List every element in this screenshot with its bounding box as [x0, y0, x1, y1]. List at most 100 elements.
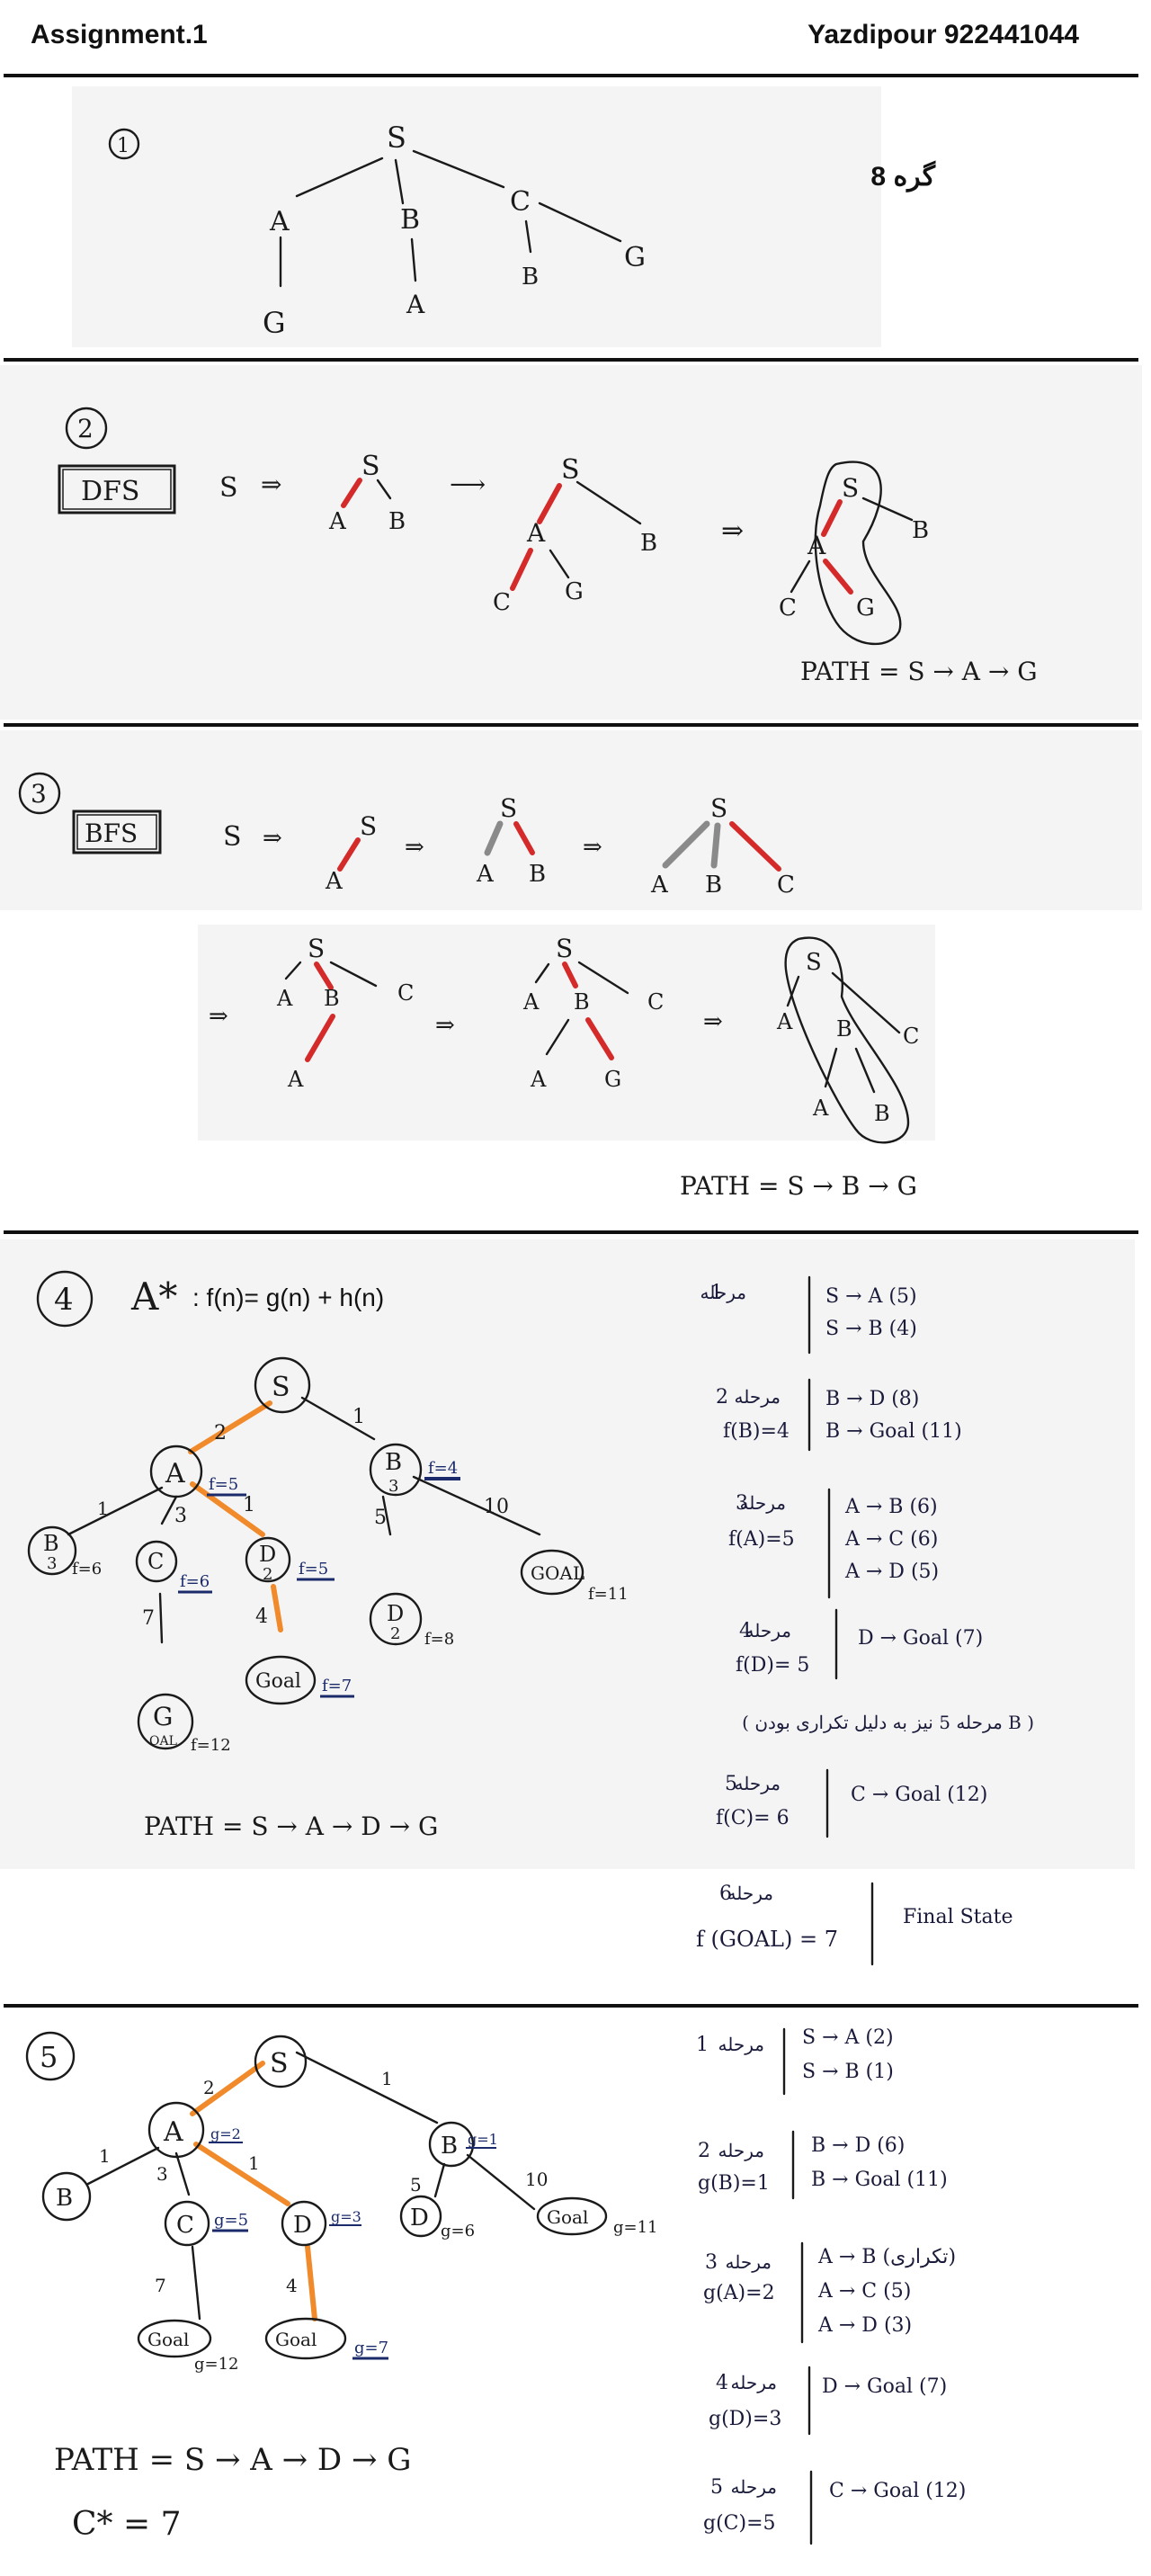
svg-text:S → B (1): S → B (1) — [802, 2061, 894, 2083]
svg-text:C: C — [647, 989, 664, 1015]
ucs-path: PATH = S → A → D → G — [54, 2442, 411, 2478]
svg-text:A: A — [287, 1067, 304, 1092]
svg-text:⇒: ⇒ — [721, 515, 744, 547]
step3-s: S — [561, 454, 580, 486]
svg-text:B: B — [529, 861, 546, 888]
svg-text:مرحله: مرحله — [700, 1282, 746, 1303]
node-a: A — [163, 2116, 183, 2148]
svg-text:G: G — [856, 595, 875, 622]
svg-text:⇒: ⇒ — [435, 1012, 455, 1039]
question-number: 4 — [54, 1282, 74, 1318]
svg-text:S: S — [223, 821, 242, 853]
svg-text:3: 3 — [174, 1505, 187, 1527]
paper-bg — [72, 86, 881, 347]
node-s: S — [272, 1372, 290, 1403]
svg-text:S: S — [500, 793, 517, 823]
svg-text:G: G — [153, 1702, 173, 1731]
svg-text:A: A — [276, 986, 293, 1011]
node-b-child: B — [522, 264, 539, 291]
svg-text:g=11: g=11 — [613, 2218, 658, 2237]
bfs-path: PATH = S → B → G — [680, 1171, 917, 1201]
svg-text:B: B — [912, 517, 929, 544]
svg-text:f=4: f=4 — [428, 1459, 458, 1478]
astar-step-6: مرحله 6 f (GOAL) = 7 Final State — [696, 1882, 1013, 1966]
astar-step-5: مرحله 5 f(C)= 6 C → Goal (12) — [716, 1768, 987, 1838]
divider-4 — [4, 1230, 1138, 1234]
svg-text:Final State: Final State — [903, 1906, 1013, 1928]
header: Assignment.1 Yazdipour 922441044 — [0, 0, 1151, 76]
question-number: 5 — [40, 2040, 58, 2074]
node-b: B — [385, 1449, 402, 1476]
svg-text:2: 2 — [390, 1624, 400, 1643]
svg-text:1: 1 — [352, 1406, 365, 1428]
svg-text:2: 2 — [698, 2140, 710, 2162]
svg-text:1: 1 — [248, 2152, 260, 2174]
astar-step-2: مرحله 2 f(B)=4 B → D (8) B → Goal (11) — [716, 1378, 962, 1452]
dfs-label: DFS — [81, 476, 139, 507]
svg-text:A: A — [328, 508, 347, 535]
svg-text:f=5: f=5 — [299, 1560, 328, 1579]
divider-5 — [4, 2004, 1138, 2008]
svg-text:C → Goal (12): C → Goal (12) — [851, 1784, 987, 1806]
svg-text:B: B — [388, 508, 406, 535]
svg-text:D → Goal (7): D → Goal (7) — [858, 1627, 983, 1650]
svg-text:4: 4 — [255, 1606, 268, 1628]
svg-text:6: 6 — [719, 1883, 732, 1905]
student-name-id: Yazdipour 922441044 — [807, 20, 1079, 49]
svg-text:B: B — [43, 1531, 59, 1556]
svg-text:⇒: ⇒ — [583, 834, 602, 861]
node-s: S — [270, 2048, 289, 2080]
svg-text:S → A (2): S → A (2) — [802, 2026, 894, 2049]
divider-2 — [4, 358, 1138, 362]
svg-text:مرحله: مرحله — [726, 2251, 772, 2273]
svg-text:مرحله: مرحله — [731, 2476, 777, 2498]
svg-text:A: A — [530, 1067, 547, 1092]
section-5-ucs: 5 S A B B C D D Goal Goal Goal 2 1 — [0, 2008, 1151, 2576]
question-number: 3 — [31, 779, 47, 809]
svg-text:B → D (6): B → D (6) — [811, 2134, 905, 2157]
svg-text:3: 3 — [388, 1477, 398, 1496]
svg-text:f=6: f=6 — [180, 1572, 210, 1591]
svg-text:A: A — [522, 989, 540, 1015]
svg-text:A → D (5): A → D (5) — [844, 1561, 939, 1583]
svg-text:C → Goal (12): C → Goal (12) — [829, 2480, 966, 2502]
svg-text:مرحله: مرحله — [735, 1773, 781, 1794]
svg-text:C: C — [779, 595, 797, 622]
astar-step-4: مرحله 4 f(D)= 5 D → Goal (7) — [736, 1608, 983, 1680]
ucs-step-2: مرحله 2 g(B)=1 B → D (6) B → Goal (11) — [698, 2130, 948, 2200]
svg-text:B: B — [836, 1016, 852, 1042]
section-1: 1 S A B C G A B G 8 گره — [0, 77, 1151, 358]
svg-text:A → D (3): A → D (3) — [817, 2314, 912, 2337]
astar-label: A* — [130, 1275, 177, 1319]
svg-text:Goal: Goal — [275, 2329, 317, 2350]
dfs-path: PATH = S → A → G — [800, 657, 1038, 686]
svg-text:S → A (5): S → A (5) — [825, 1285, 917, 1308]
question-number-circle — [25, 2031, 76, 2081]
svg-text:D: D — [387, 1601, 404, 1626]
svg-text:S → B (4): S → B (4) — [825, 1318, 917, 1340]
svg-text:2: 2 — [263, 1565, 272, 1584]
svg-text:D → Goal (7): D → Goal (7) — [822, 2375, 947, 2398]
question-number: 2 — [77, 414, 94, 443]
node-b: B — [400, 204, 420, 236]
svg-text:f=7: f=7 — [322, 1677, 352, 1695]
svg-text:مرحله: مرحله — [731, 2372, 777, 2393]
svg-text:B: B — [874, 1101, 890, 1126]
svg-text:⇒: ⇒ — [703, 1008, 723, 1035]
svg-text:⇒: ⇒ — [263, 825, 282, 852]
svg-text:f(A)=5: f(A)=5 — [728, 1528, 795, 1551]
svg-text:A: A — [476, 861, 495, 888]
svg-text:⇒: ⇒ — [405, 834, 424, 861]
svg-text:B: B — [574, 989, 590, 1015]
svg-text:f=12: f=12 — [191, 1736, 231, 1755]
svg-text:3: 3 — [47, 1554, 57, 1573]
divider-3 — [4, 723, 1138, 727]
svg-text:OAL: OAL — [149, 1734, 177, 1749]
svg-text:7: 7 — [155, 2275, 166, 2296]
astar-step-1: مرحله 1 S → A (5) S → B (4) — [700, 1275, 917, 1355]
svg-text:2: 2 — [214, 1422, 227, 1445]
svg-text:B: B — [640, 530, 657, 557]
svg-text:g=7: g=7 — [354, 2339, 388, 2357]
svg-text:GOAL: GOAL — [531, 1562, 584, 1584]
optimal-cost: C* = 7 — [72, 2506, 182, 2543]
